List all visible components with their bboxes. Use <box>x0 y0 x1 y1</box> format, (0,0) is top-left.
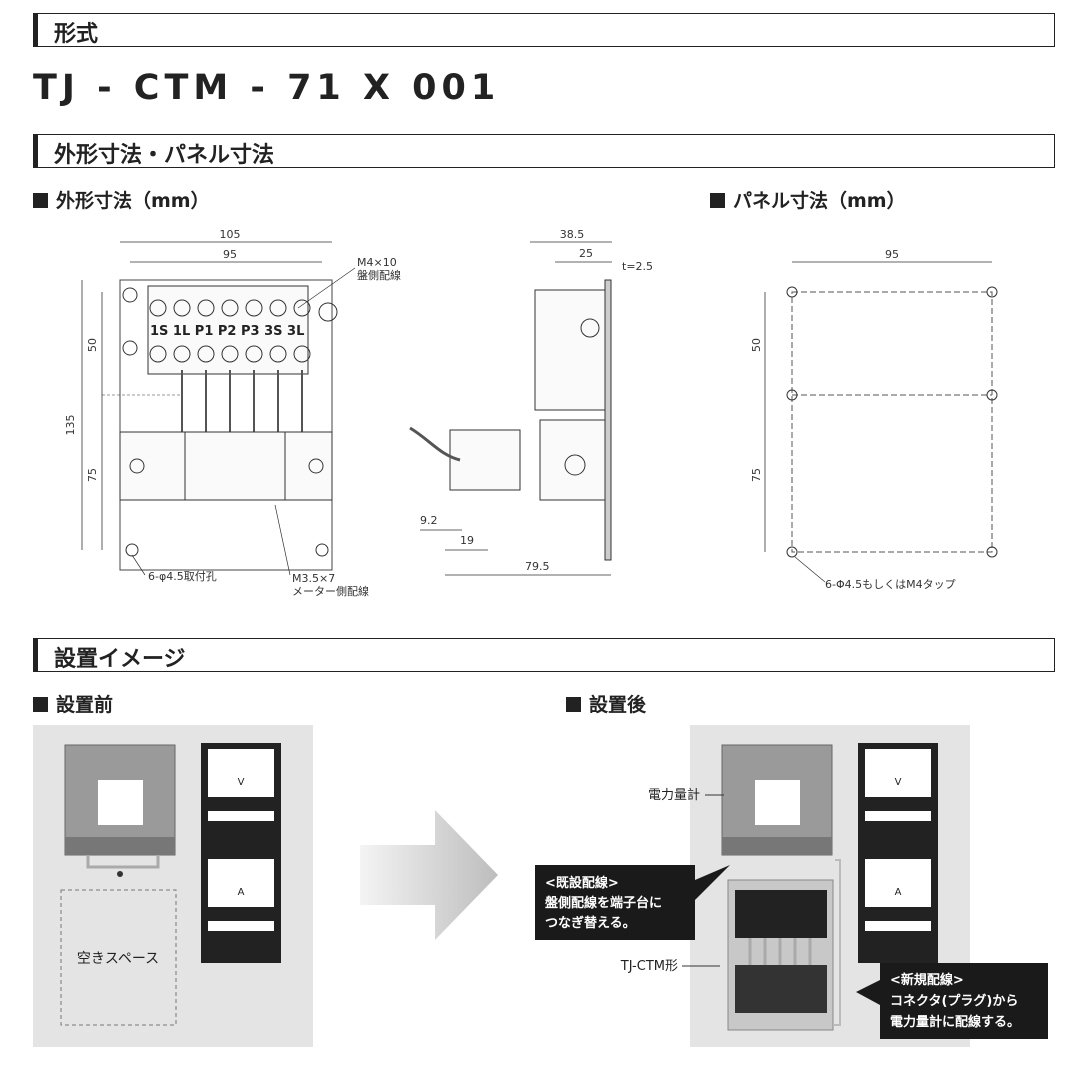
callout-new-title: <新規配線> <box>890 972 964 988</box>
callout-new-line2: 電力量計に配線する。 <box>890 1014 1020 1030</box>
meter-note-2: メーター側配線 <box>292 584 369 598</box>
terminal-screws <box>149 299 311 363</box>
header-accent-bar <box>34 14 38 46</box>
voltmeter-unit: V <box>895 777 902 788</box>
square-bullet-icon <box>710 193 725 208</box>
meter-note: M3.5×7 <box>292 572 335 585</box>
header-accent-bar <box>34 639 38 671</box>
callout-existing-title: <既設配線> <box>545 875 619 891</box>
section-title: 設置イメージ <box>54 647 186 672</box>
panel-dim-lower: 75 <box>750 468 763 482</box>
before-subtitle: 設置前 <box>33 690 113 717</box>
panel-cutout-drawing: 95 50 75 6-Φ4.5もしくはM4タップ <box>750 248 998 591</box>
dim-width-inner: 95 <box>223 248 237 261</box>
dim-width-total: 105 <box>220 228 241 241</box>
dim-height-upper: 50 <box>86 338 99 352</box>
outline-title-text: 外形寸法（mm） <box>56 190 210 212</box>
callout-existing <box>535 865 695 940</box>
section-header-install: 設置イメージ <box>33 638 1055 672</box>
screw-note: M4×10 <box>357 256 397 269</box>
section-title: 形式 <box>54 22 99 47</box>
dim-height-total: 135 <box>64 415 77 436</box>
hole-note: 6-φ4.5取付孔 <box>148 570 217 583</box>
arrow-icon <box>360 810 498 940</box>
square-bullet-icon <box>566 697 581 712</box>
after-subtitle: 設置後 <box>566 690 646 717</box>
outline-subtitle: 外形寸法（mm） <box>33 186 210 213</box>
model-number: TJ - CTM - 71 X 001 <box>33 68 501 108</box>
side-dim-b: 19 <box>460 534 474 547</box>
panel-dim-upper: 50 <box>750 338 763 352</box>
callout-existing-line1: 盤側配線を端子台に <box>544 895 662 911</box>
callout-existing-line2: つなぎ替える。 <box>545 915 636 931</box>
header-accent-bar <box>34 135 38 167</box>
empty-space-label: 空きスペース <box>77 951 159 967</box>
side-dim-thickness: t=2.5 <box>622 260 653 273</box>
callout-new <box>880 963 1048 1039</box>
screw-note-2: 盤側配線 <box>357 268 401 282</box>
ammeter-unit: A <box>895 887 902 898</box>
panel-hole-note: 6-Φ4.5もしくはM4タップ <box>825 578 956 591</box>
ammeter-unit: A <box>238 887 245 898</box>
side-dim-inner: 25 <box>579 247 593 260</box>
dim-height-lower: 75 <box>86 468 99 482</box>
panel-dim-width: 95 <box>885 248 899 261</box>
callout-new-line1: コネクタ(プラグ)から <box>890 993 1018 1009</box>
tj-ctm-label: TJ-CTM形 <box>620 959 678 974</box>
after-title-text: 設置後 <box>589 694 647 716</box>
square-bullet-icon <box>33 193 48 208</box>
section-header-dimensions: 外形寸法・パネル寸法 <box>33 134 1055 168</box>
side-dim-width: 38.5 <box>560 228 585 241</box>
outline-front-drawing: 105 95 135 50 75 1S 1L P1 P2 P3 3S 3L M4… <box>64 228 401 598</box>
section-header-format: 形式 <box>33 13 1055 47</box>
panel-title-text: パネル寸法（mm） <box>733 190 906 212</box>
panel-subtitle: パネル寸法（mm） <box>710 186 906 213</box>
outline-side-drawing: 38.5 25 t=2.5 9.2 19 79.5 <box>409 228 653 576</box>
square-bullet-icon <box>33 697 48 712</box>
before-title-text: 設置前 <box>56 694 114 716</box>
section-title: 外形寸法・パネル寸法 <box>54 143 275 168</box>
side-dim-c: 79.5 <box>525 560 550 573</box>
after-labels: 電力量計 TJ-CTM形 <既設配線> 盤側配線を端子台に つなぎ替える。 <新… <box>535 787 1048 1039</box>
voltmeter-unit: V <box>238 777 245 788</box>
side-dim-a: 9.2 <box>420 514 438 527</box>
before-install-illustration: V A 空きスペース <box>33 725 313 1047</box>
power-meter-label: 電力量計 <box>648 787 700 803</box>
terminal-labels: 1S 1L P1 P2 P3 3S 3L <box>150 324 304 339</box>
